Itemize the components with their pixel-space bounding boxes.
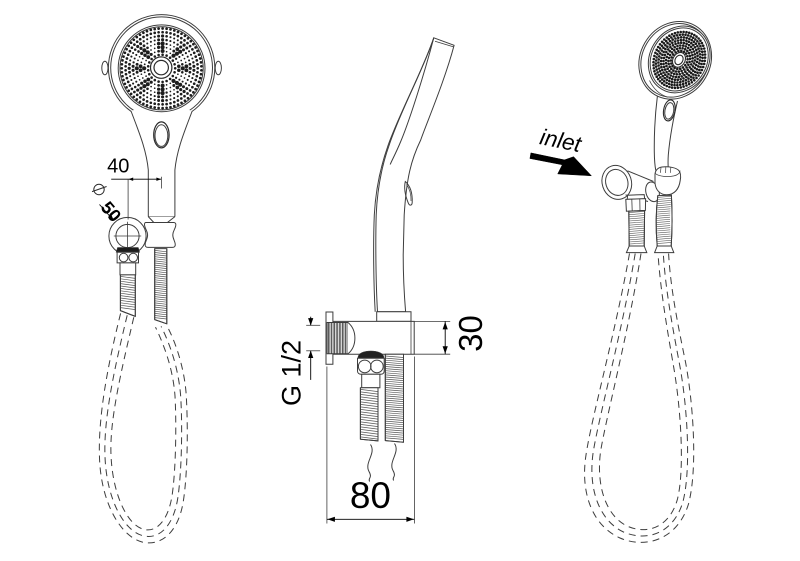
svg-text:80: 80 [350,475,391,516]
svg-text:30: 30 [452,315,489,352]
svg-text:40: 40 [107,156,129,178]
svg-text:G 1/2: G 1/2 [277,340,307,406]
